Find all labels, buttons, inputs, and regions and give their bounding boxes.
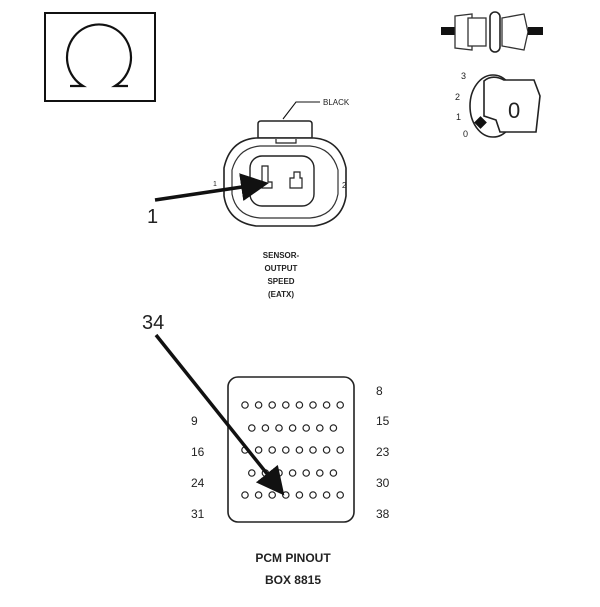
pcm-pin <box>248 424 256 432</box>
pcm-title: PCM PINOUT <box>255 551 331 565</box>
pcm-pin <box>254 491 263 499</box>
pcm-row-label-left: 16 <box>191 445 205 459</box>
pcm-row-label-left: 24 <box>191 476 205 490</box>
pcm-pin <box>261 424 270 432</box>
key-position-2: 2 <box>455 92 460 102</box>
pcm-pin <box>295 446 304 454</box>
sensor-name-line: (EATX) <box>268 290 294 299</box>
sensor-name: SENSOR- OUTPUT SPEED (EATX) <box>263 251 300 299</box>
key-position-0: 0 <box>463 129 468 139</box>
pcm-pin <box>288 469 297 477</box>
pcm-row-label-right: 30 <box>376 476 390 490</box>
pcm-pin <box>329 424 338 432</box>
pcm-pin <box>302 424 311 432</box>
pcm-pin <box>322 401 331 409</box>
pcm-box-number: BOX 8815 <box>265 573 321 587</box>
pcm-pin <box>281 401 290 409</box>
sensor-name-line: SENSOR- <box>263 251 300 260</box>
pcm-pin <box>241 491 249 499</box>
pcm-pin <box>241 401 249 409</box>
pcm-row-label-left: 9 <box>191 414 198 428</box>
pcm-row-label-right: 23 <box>376 445 390 459</box>
pcm-pin <box>309 491 317 499</box>
pcm-pin <box>336 446 345 454</box>
pcm-pin <box>268 491 277 499</box>
pcm-pin <box>322 446 331 454</box>
pcm-callout: 34 <box>142 312 164 334</box>
pcm-pin <box>275 424 283 432</box>
pcm-pin <box>309 401 317 409</box>
pcm-pin <box>302 469 311 477</box>
pcm-pin <box>268 401 277 409</box>
pcm-callout-arrow <box>154 333 285 496</box>
sensor-callout-arrow <box>154 173 269 202</box>
pcm-pin <box>295 491 304 499</box>
pcm-pin <box>248 469 256 477</box>
pcm-pin <box>336 491 345 499</box>
pcm-pin <box>268 446 277 454</box>
sensor-connector <box>223 120 347 227</box>
pcm-row-label-left: 31 <box>191 507 205 521</box>
color-leader-line <box>282 101 320 120</box>
connector-icon <box>441 11 543 53</box>
key-mark: 0 <box>508 98 520 123</box>
ignition-key-icon <box>469 74 541 138</box>
connector-color-label: BLACK <box>323 98 350 107</box>
sensor-name-line: OUTPUT <box>265 264 298 273</box>
connector-pin-2-label: 2 <box>342 181 347 190</box>
ohm-icon <box>44 12 156 102</box>
pcm-row-label-right: 15 <box>376 414 390 428</box>
sensor-callout: 1 <box>147 206 158 228</box>
pcm-pin <box>295 401 304 409</box>
pcm-pin <box>315 469 324 477</box>
key-position-3: 3 <box>461 71 466 81</box>
pcm-row-label-right: 38 <box>376 507 390 521</box>
pcm-pin <box>281 446 290 454</box>
pcm-pin <box>315 424 324 432</box>
pcm-pin <box>254 446 263 454</box>
pcm-row-label-right: 8 <box>376 384 383 398</box>
pcm-pin <box>322 491 331 499</box>
connector-pin-1-label: 1 <box>213 181 217 188</box>
pcm-pin <box>329 469 338 477</box>
sensor-name-line: SPEED <box>267 277 294 286</box>
pcm-pin-highlighted <box>281 491 290 499</box>
pcm-pin <box>254 401 263 409</box>
pcm-pin <box>336 401 345 409</box>
pcm-pin <box>309 446 317 454</box>
pcm-pin <box>275 469 283 477</box>
pcm-pin <box>288 424 297 432</box>
key-position-1: 1 <box>456 112 461 122</box>
